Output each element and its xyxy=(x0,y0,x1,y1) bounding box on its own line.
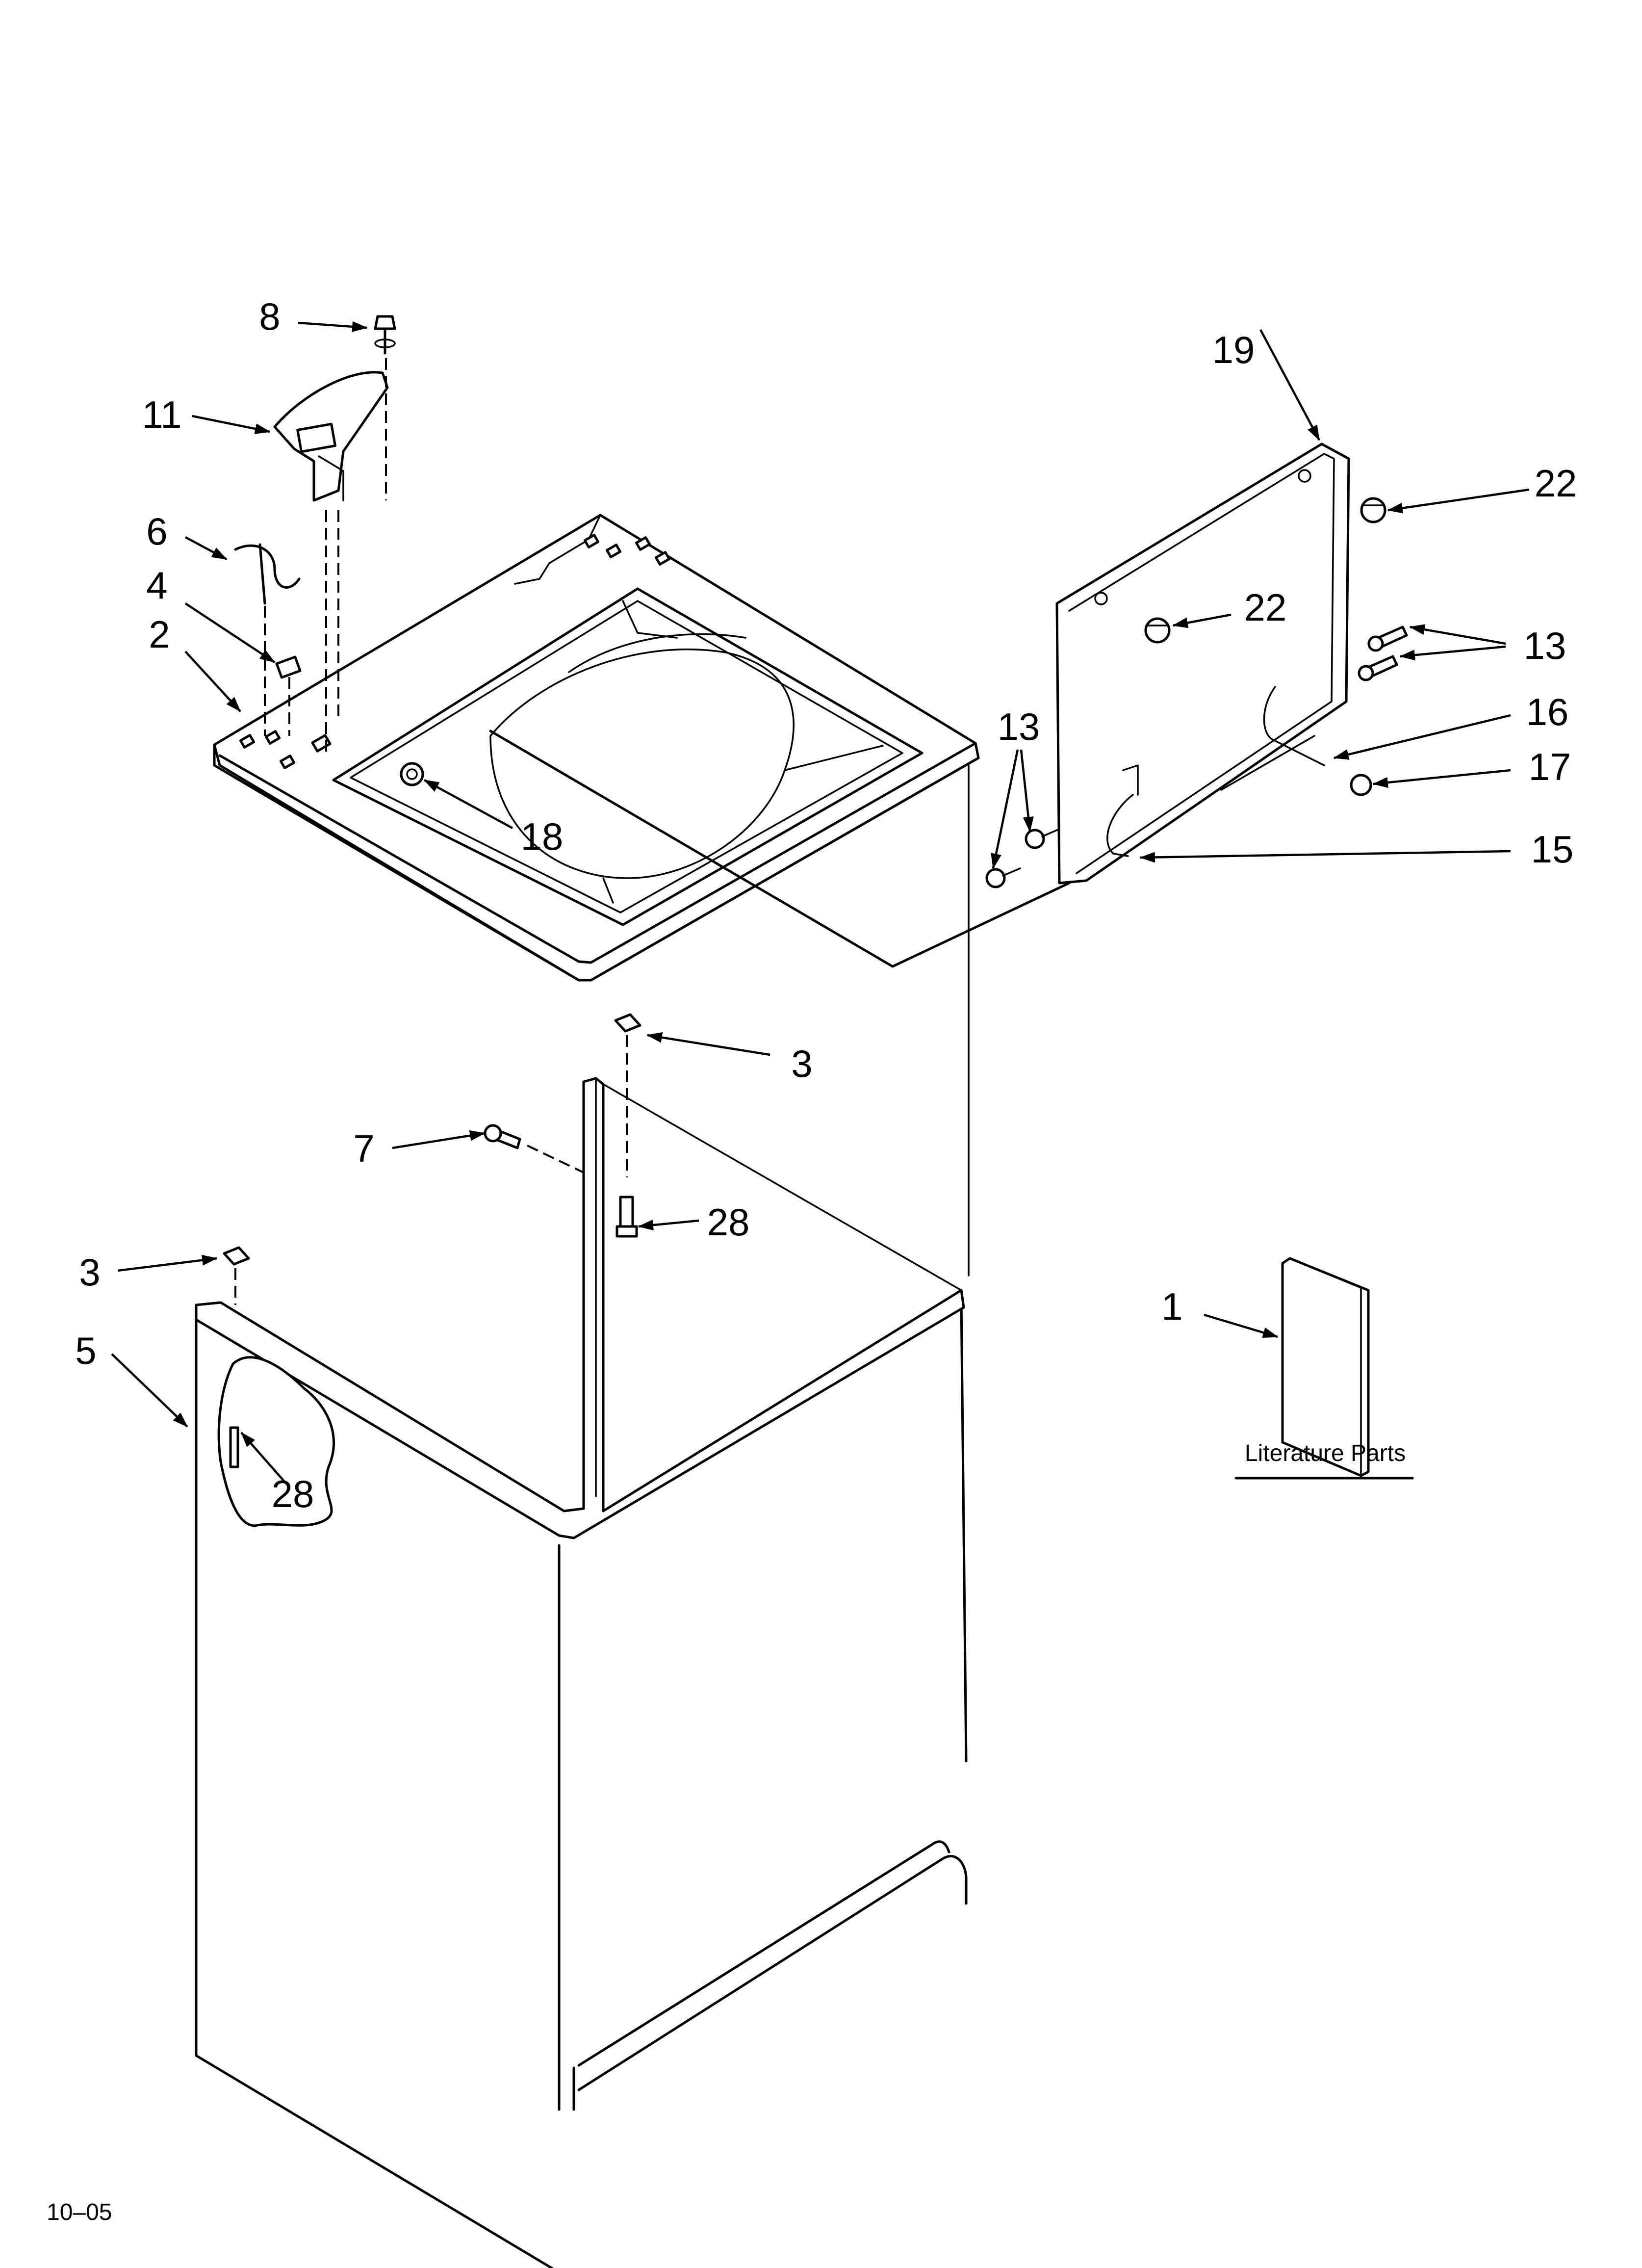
callout-15: 15 xyxy=(1531,828,1574,871)
callout-6: 6 xyxy=(146,510,167,553)
callout-8: 8 xyxy=(259,295,280,338)
arrow-leader-icon xyxy=(111,321,1530,1483)
rivet-icon xyxy=(1360,497,1386,523)
callout-18: 18 xyxy=(521,815,564,858)
bolt-icon xyxy=(1358,655,1398,681)
callout-17: 17 xyxy=(1529,745,1571,788)
callout-1: 1 xyxy=(1161,1285,1182,1328)
screw-icon xyxy=(484,1124,521,1149)
callout-4: 4 xyxy=(146,564,167,607)
callout-19: 19 xyxy=(1212,328,1255,371)
top-slots xyxy=(239,534,671,769)
callout-5: 5 xyxy=(75,1329,96,1372)
bolt-icon xyxy=(1025,828,1060,849)
cutaway-view xyxy=(217,1356,335,1527)
callout-11: 11 xyxy=(142,393,182,436)
bracket-part-4 xyxy=(275,655,302,679)
clip-part-3 xyxy=(223,1246,250,1266)
callout-13-left: 13 xyxy=(998,705,1040,748)
fitting-part-18 xyxy=(400,762,424,786)
callout-3-upper: 3 xyxy=(791,1042,812,1085)
screw-icon xyxy=(616,1196,638,1238)
literature-book xyxy=(1281,1257,1370,1477)
callout-3-lower: 3 xyxy=(79,1251,100,1294)
callout-7: 7 xyxy=(353,1127,374,1170)
callout-22-top: 22 xyxy=(1535,462,1577,505)
screw-icon xyxy=(374,315,396,355)
callout-2: 2 xyxy=(149,613,170,656)
clip-part-6 xyxy=(234,543,301,605)
callout-13-right: 13 xyxy=(1524,624,1566,667)
top-assembly xyxy=(213,514,1071,982)
revision-code: 10–05 xyxy=(47,2199,112,2225)
callout-22-inner: 22 xyxy=(1244,586,1287,629)
callout-28-lower: 28 xyxy=(272,1472,314,1515)
callout-28-upper: 28 xyxy=(707,1200,750,1244)
clip-part-3 xyxy=(614,1013,641,1033)
bolt-icon xyxy=(985,867,1021,888)
callout-16: 16 xyxy=(1526,690,1569,733)
rivet-icon xyxy=(1144,617,1171,644)
lid-switch xyxy=(273,371,389,502)
rear-panel xyxy=(1055,443,1350,885)
literature-label: Literature Parts xyxy=(1245,1440,1406,1466)
plug-part-17 xyxy=(1350,774,1372,796)
cabinet xyxy=(195,764,970,2268)
bolt-icon xyxy=(1367,626,1408,652)
